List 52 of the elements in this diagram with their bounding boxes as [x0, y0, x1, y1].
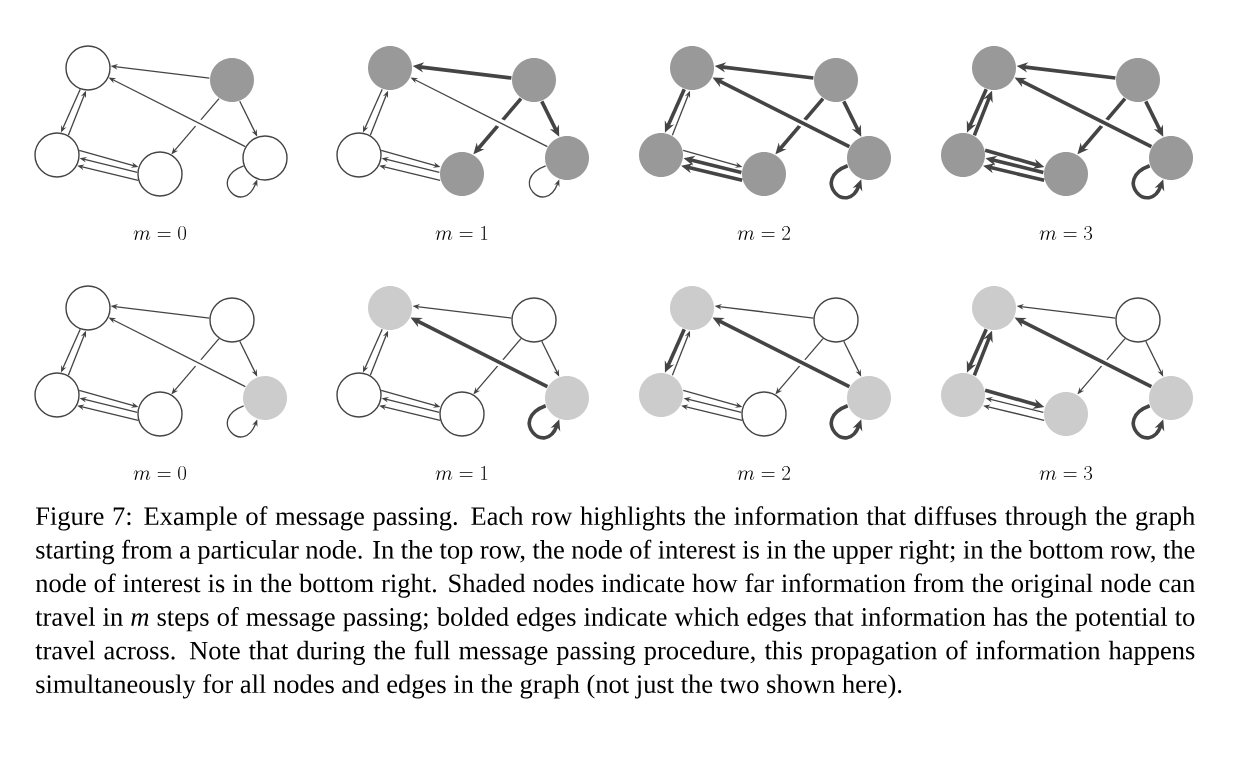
graph-node — [1149, 376, 1193, 420]
graph-node — [34, 132, 80, 178]
graph-node — [545, 376, 589, 420]
graph-node — [1116, 58, 1160, 102]
graph-node — [813, 297, 859, 343]
graph-node — [972, 286, 1016, 330]
graph-node — [65, 285, 111, 331]
graph-node — [670, 46, 714, 90]
graph-node — [1044, 392, 1088, 436]
graph-node — [847, 376, 891, 420]
caption-text: Figure 7: Example of message passing. Each row highlights the information that diffuses through the graph starting from a particular node. In the top row, the node of interest is in the upper right; in the bottom row, the node of interest is in the bottom right. Shaded nodes indicate how far information from the original node can travel in m steps of message passing; bolded edges indicate which edges that information has the potential to travel across. Note that during the full message passing procedure, this propagation of information happens simultaneously for all nodes and edges in the graph (not just the two shown here). — [35, 506, 1195, 699]
graph-node — [336, 132, 382, 178]
graph-node — [941, 133, 985, 177]
arrow — [528, 165, 560, 198]
graph-node — [137, 391, 183, 437]
graph-node — [210, 58, 254, 102]
graph-node — [512, 58, 556, 102]
step-label: $m = 1$ — [435, 466, 488, 480]
graph-node — [639, 133, 683, 177]
graph-node — [639, 373, 683, 417]
graph-node — [741, 391, 787, 437]
graph-node — [670, 286, 714, 330]
graph-node — [368, 46, 412, 90]
graph-node — [336, 372, 382, 418]
arrow — [226, 165, 258, 198]
step-label: $m = 2$ — [737, 226, 790, 240]
graph-node — [1149, 136, 1193, 180]
step-label: $m = 1$ — [435, 226, 488, 240]
graph-node — [242, 135, 288, 181]
graph-node — [814, 58, 858, 102]
graph-node — [34, 372, 80, 418]
graph-node — [972, 46, 1016, 90]
graph-node — [243, 376, 287, 420]
graph-node — [1044, 152, 1088, 196]
graph-node — [439, 391, 485, 437]
step-label: $m = 2$ — [737, 466, 790, 480]
graph-node — [137, 151, 183, 197]
step-label: $m = 0$ — [133, 226, 187, 240]
graph-node — [65, 45, 111, 91]
graph-node — [209, 297, 255, 343]
graph-node — [1115, 297, 1161, 343]
graph-node — [847, 136, 891, 180]
step-label: $m = 3$ — [1039, 226, 1093, 240]
graph-node — [742, 152, 786, 196]
graph-node — [440, 152, 484, 196]
graph-node — [368, 286, 412, 330]
graph-node — [545, 136, 589, 180]
step-label: $m = 3$ — [1039, 466, 1093, 480]
arrow — [226, 405, 258, 438]
graph-node — [941, 373, 985, 417]
step-label: $m = 0$ — [133, 466, 187, 480]
graph-node — [511, 297, 557, 343]
